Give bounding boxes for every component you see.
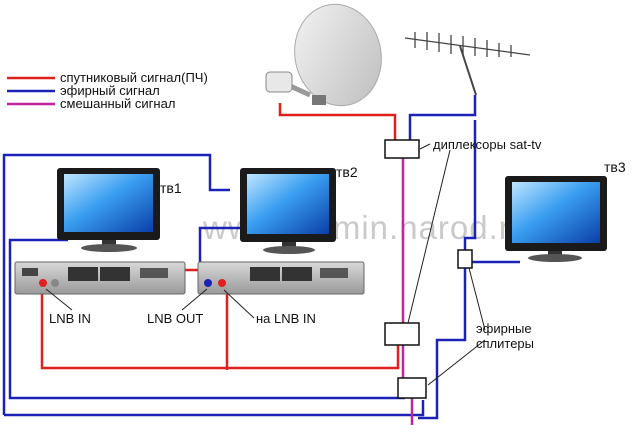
na-lnb-in-label: на LNB IN	[256, 311, 316, 326]
splitters-label-line2: сплитеры	[476, 336, 534, 351]
tv3	[505, 176, 607, 262]
dish-reflector	[294, 3, 382, 107]
tv2	[240, 168, 336, 254]
lnb-converter	[265, 71, 293, 93]
tv1-screen	[64, 174, 153, 232]
tv2-label: тв2	[336, 164, 358, 180]
diplexer-bottom	[384, 322, 420, 346]
device-pointers	[407, 143, 486, 386]
terrestrial-cables	[2, 95, 520, 420]
splitters-label: эфирные сплитеры	[476, 321, 535, 351]
splitter-tv3	[457, 249, 473, 269]
tv3-label: тв3	[604, 159, 626, 175]
splitter-up-cable	[463, 120, 477, 252]
mixed-cables	[401, 158, 414, 425]
lnb-out-label: LNB OUT	[147, 311, 203, 326]
port-pointers	[45, 288, 255, 319]
splitter-bottom	[397, 377, 427, 399]
receiver-1	[14, 261, 186, 295]
tv2-feed-cable	[198, 226, 240, 270]
legend-label-satellite: спутниковый сигнал(ПЧ)	[60, 70, 208, 85]
tv1	[57, 168, 160, 252]
splitters-label-line1: эфирные	[476, 321, 532, 336]
legend-label-terrestrial: эфирный сигнал	[60, 83, 160, 98]
terrestrial-antenna	[404, 32, 531, 96]
lnb-in-label: LNB IN	[49, 311, 91, 326]
receiver-1-lnb-in-port	[39, 279, 47, 287]
tv2-screen	[247, 174, 329, 234]
receiver-2-lnb-in-port	[218, 279, 226, 287]
lnb-in-loop-cable	[40, 288, 400, 370]
satellite-dish	[265, 3, 382, 107]
splitter-down-cable	[418, 268, 467, 420]
outer-loop-cable	[2, 153, 230, 415]
na-lnb-in-cable	[212, 288, 229, 370]
legend: спутниковый сигнал(ПЧ) эфирный сигнал см…	[7, 70, 208, 111]
tv3-screen	[512, 182, 600, 243]
dish-to-diplexer-cable	[278, 103, 397, 140]
diplexer-top	[384, 139, 420, 159]
antenna-to-diplexer-cable	[408, 95, 477, 140]
legend-label-mixed: смешанный сигнал	[60, 96, 175, 111]
diplexers-label: диплексоры sat-tv	[433, 137, 542, 152]
tv1-feed-cable	[8, 238, 405, 400]
outer-loop-bottom-cable	[4, 400, 425, 417]
receiver-2	[197, 261, 365, 295]
tv1-label: тв1	[160, 180, 182, 196]
receiver-2-lnb-out-port	[204, 279, 212, 287]
dish-mount	[312, 95, 326, 105]
